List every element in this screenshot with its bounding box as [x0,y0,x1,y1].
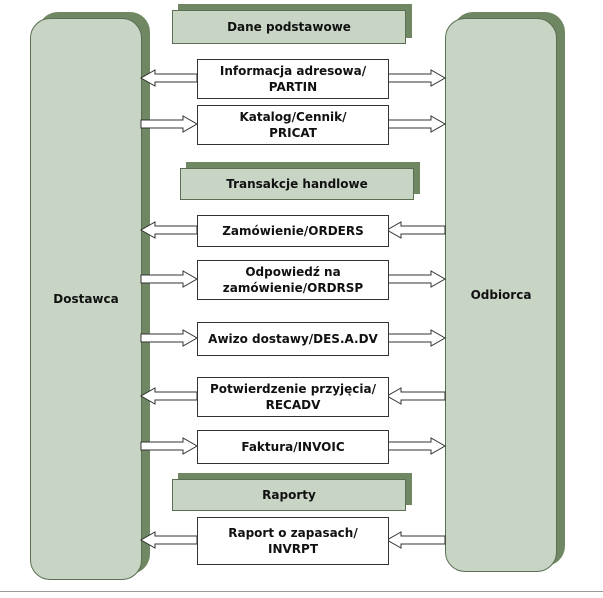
message-invoic: Faktura/INVOIC [197,430,389,464]
supplier-label: Dostawca [53,292,119,306]
message-recadv: Potwierdzenie przyjęcia/ RECADV [197,377,389,417]
message-ordrsp: Odpowiedź na zamówienie/ORDRSP [197,260,389,300]
section-label: Transakcje handlowe [226,177,368,191]
arrow-left [139,69,198,87]
message-pricat: Katalog/Cennik/ PRICAT [197,105,389,145]
message-invrpt: Raport o zapasach/ INVRPT [197,517,389,565]
arrow-into-message [385,531,446,549]
arrow-out-of-message [386,115,447,133]
section-label: Raporty [262,488,316,502]
message-partin: Informacja adresowa/ PARTIN [197,59,389,99]
arrow-into-message [140,270,199,288]
arrow-into-message [140,329,199,347]
arrow-into-message [385,387,446,405]
message-orders: Zamówienie/ORDERS [197,215,389,247]
arrow-into-message [140,115,199,133]
arrow-right [386,69,447,87]
supplier-box: Dostawca [30,18,142,580]
arrow-out-of-message [386,437,447,455]
section-reports: Raporty [172,479,406,511]
bottom-rule [0,591,603,592]
arrow-out-of-message [139,221,198,239]
section-label: Dane podstawowe [227,20,351,34]
section-master-data: Dane podstawowe [172,10,406,44]
arrow-out-of-message [139,387,198,405]
arrow-out-of-message [386,270,447,288]
message-desadv: Awizo dostawy/DES.A.DV [197,322,389,356]
arrow-into-message [140,437,199,455]
arrow-into-message [385,221,446,239]
arrow-out-of-message [139,531,198,549]
arrow-out-of-message [386,329,447,347]
buyer-box: Odbiorca [445,18,557,572]
section-trade-transactions: Transakcje handlowe [180,168,414,200]
buyer-label: Odbiorca [470,288,532,302]
